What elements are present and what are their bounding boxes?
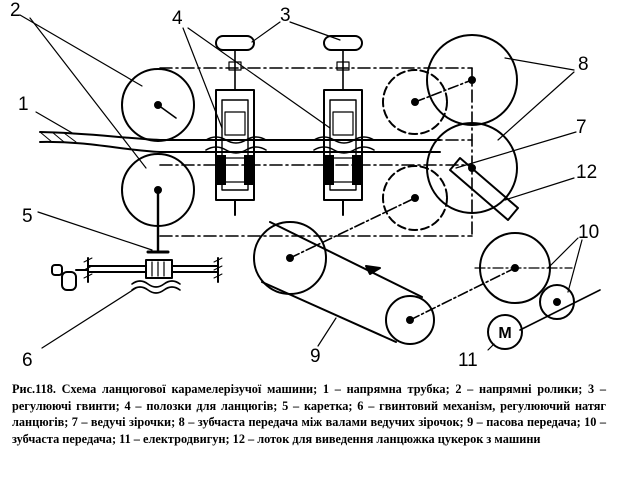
- caption-prefix: Рис.118.: [12, 382, 56, 396]
- belt-direction-arrow: [365, 265, 381, 275]
- sprocket-top: [382, 69, 448, 135]
- guide-tube: [39, 131, 441, 153]
- screw-handle-left: [215, 35, 255, 51]
- electric-motor: М: [487, 314, 523, 350]
- label-11: 11: [458, 350, 478, 371]
- belt-transmission: [253, 197, 435, 345]
- slide-right: [313, 89, 375, 216]
- machine-diagram: М 2 1 4 3 5 6 8 7 12 10 9 11: [10, 0, 601, 371]
- label-8: 8: [578, 54, 589, 75]
- label-4: 4: [172, 8, 183, 29]
- screw-handwheel: [51, 264, 89, 291]
- regulating-screws: [215, 35, 363, 91]
- diagram-svg: М 2 1 4 3 5 6 8 7 12 10 9 11: [10, 0, 601, 371]
- gear-transmission-10: [409, 232, 601, 331]
- leader-lines: [19, 14, 583, 351]
- gear-top: [426, 34, 518, 126]
- pulley-small: [385, 295, 435, 345]
- drive-sprockets: [382, 69, 448, 231]
- chain-slides: [205, 89, 375, 216]
- screw-mechanism: [51, 257, 223, 294]
- guide-roller-top: [121, 68, 195, 142]
- label-3: 3: [280, 5, 291, 26]
- motor-label: М: [498, 325, 511, 342]
- label-5: 5: [22, 206, 33, 227]
- callout-labels: 2 1 4 3 5 6 8 7 12 10 9 11: [10, 0, 599, 371]
- slide-left: [205, 89, 267, 216]
- label-7: 7: [576, 117, 587, 138]
- gear-small: [539, 284, 575, 320]
- label-9: 9: [310, 346, 321, 367]
- screw-handle-right: [323, 35, 363, 51]
- output-tray: [449, 157, 519, 221]
- gear-transmission-8: [426, 34, 518, 214]
- gear-bottom: [426, 122, 518, 214]
- label-1: 1: [18, 94, 29, 115]
- caption-text: Схема ланцюгової карамелерізучої машини;…: [12, 382, 606, 446]
- label-10: 10: [578, 222, 599, 243]
- figure-caption: Рис.118. Схема ланцюгової карамелерізучо…: [12, 381, 606, 447]
- label-2: 2: [10, 0, 21, 21]
- sprocket-bottom: [382, 165, 448, 231]
- label-12: 12: [576, 162, 597, 183]
- label-6: 6: [22, 350, 33, 371]
- guide-rollers: [121, 68, 195, 254]
